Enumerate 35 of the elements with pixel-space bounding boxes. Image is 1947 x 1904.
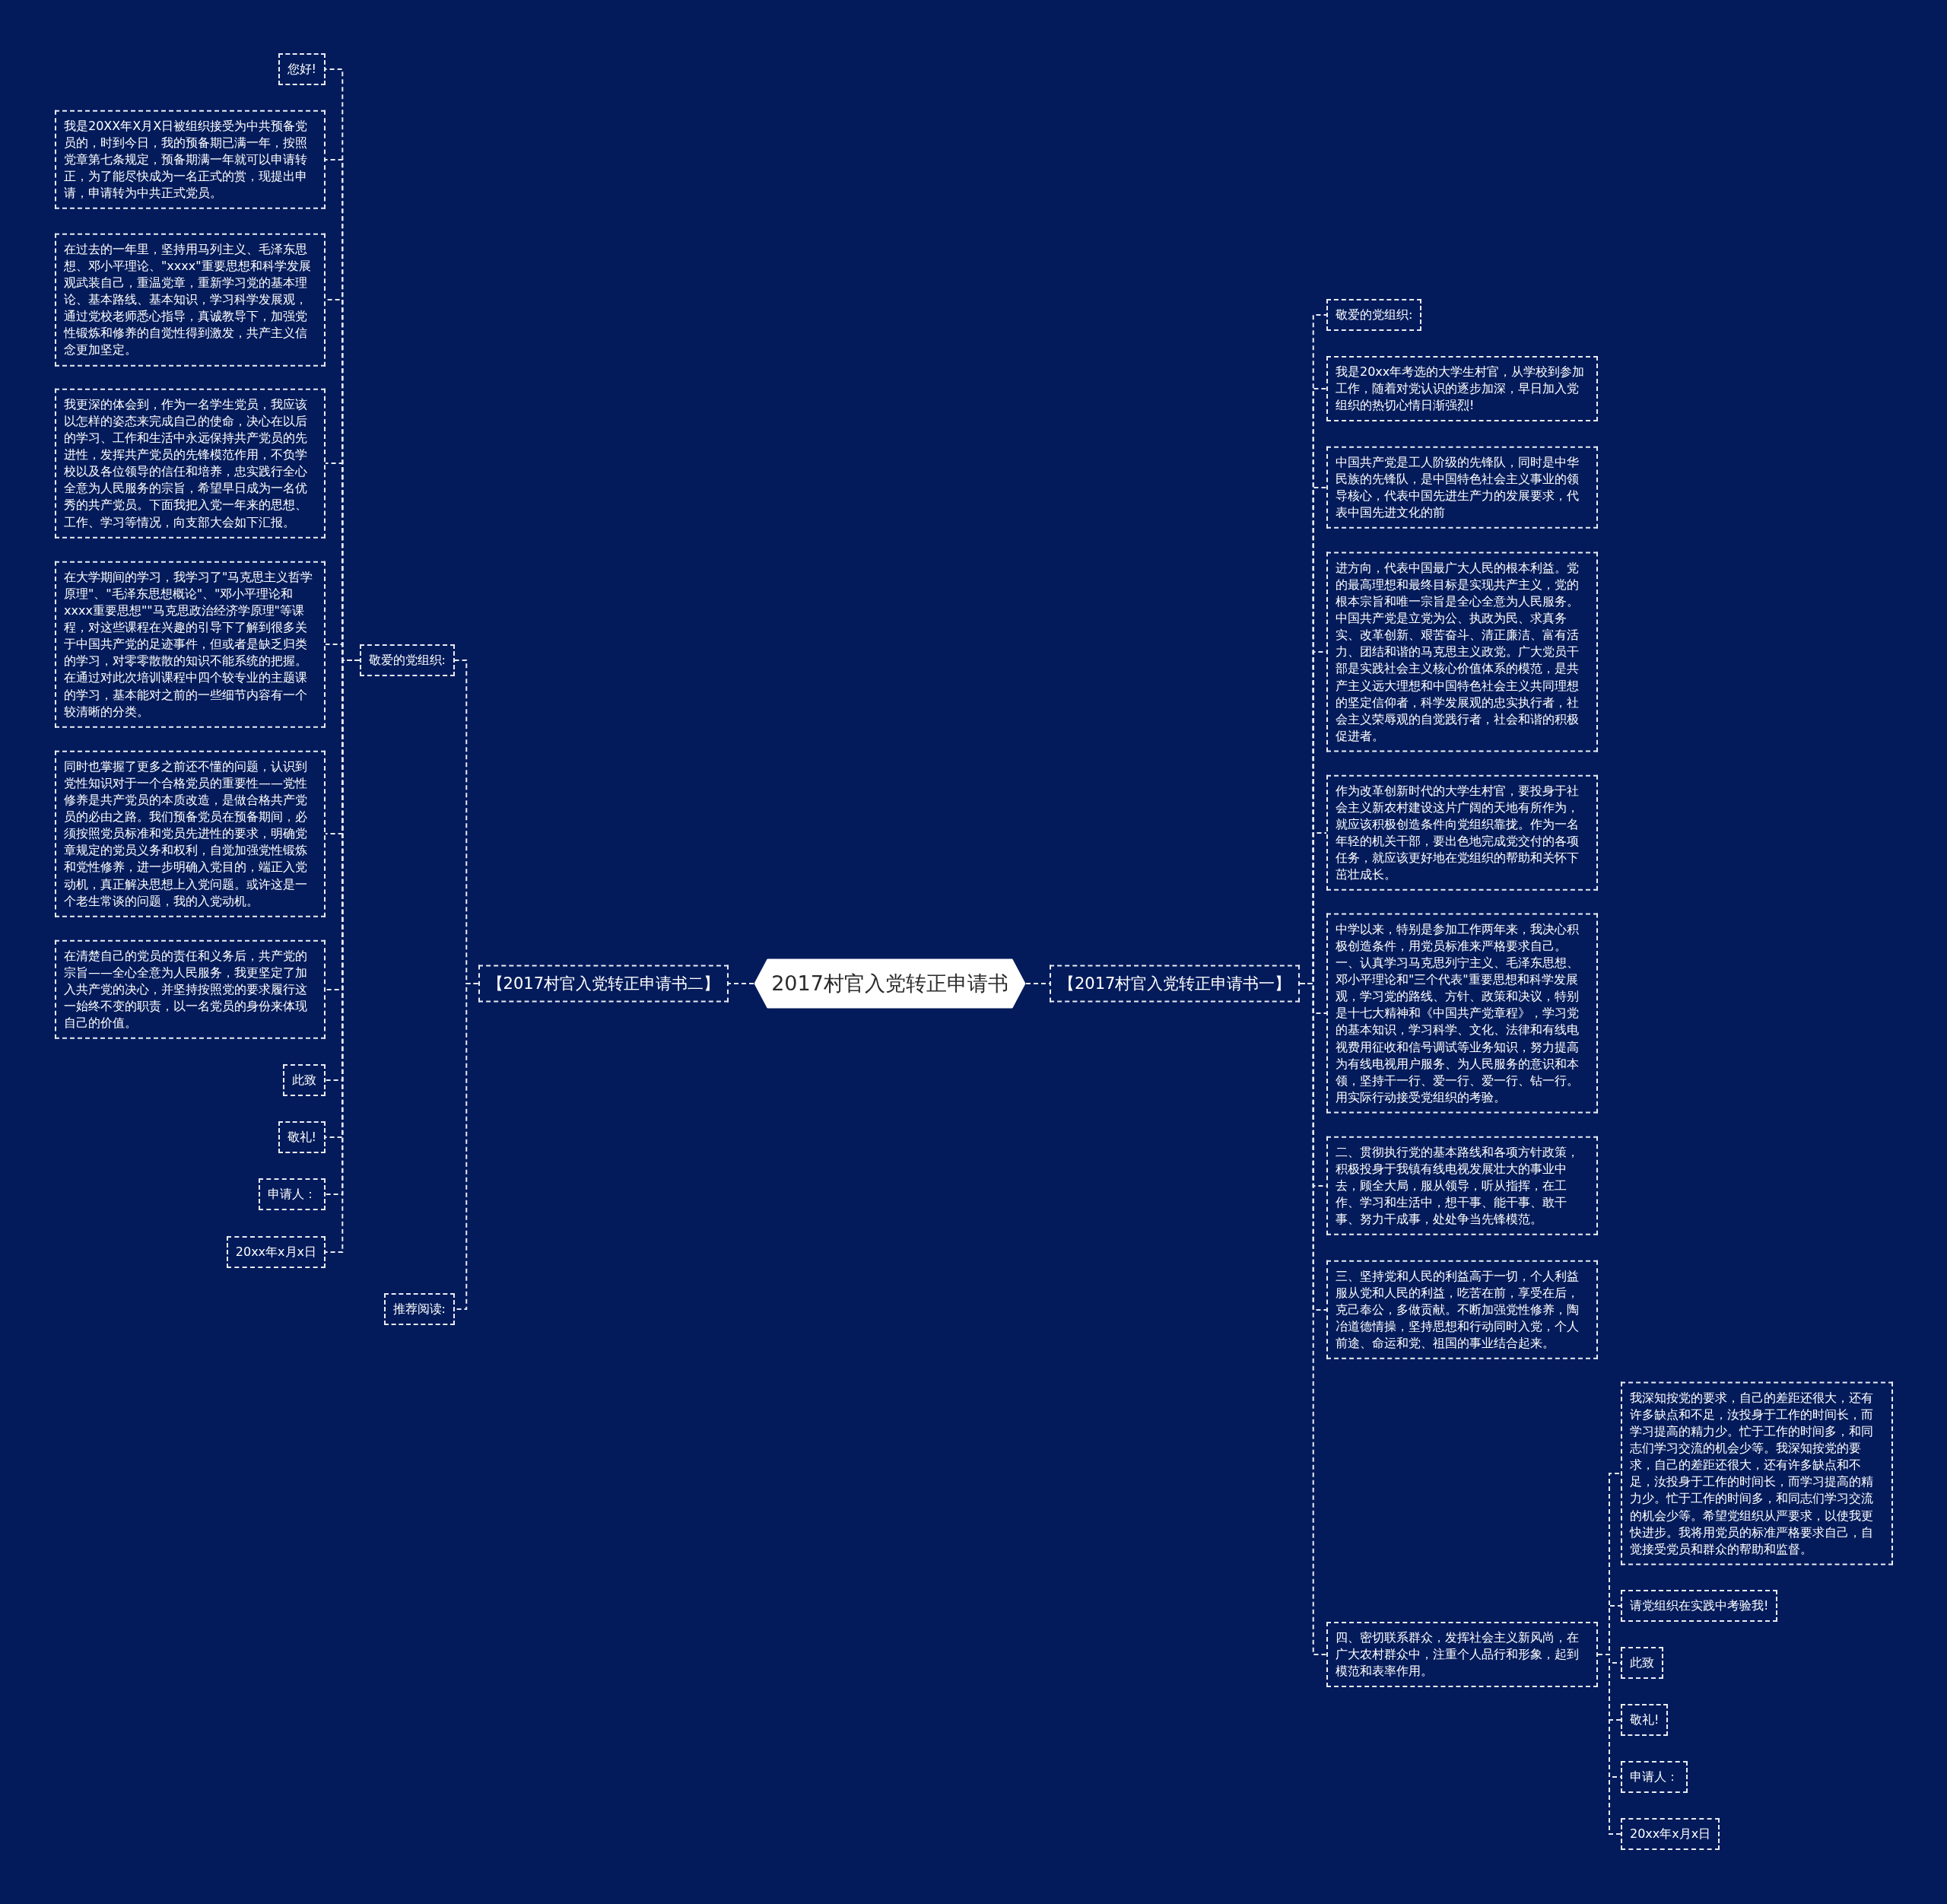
text-box: 四、密切联系群众，发挥社会主义新风尚，在广大农村群众中，注重个人品行和形象，起到模范和表率作用。	[1326, 1621, 1598, 1688]
label-box: 申请人：	[1621, 1760, 1688, 1794]
topic-title: 2017村官入党转正申请书	[771, 971, 1008, 997]
label-box: 敬礼!	[278, 1120, 326, 1154]
label-box: 此致	[1621, 1646, 1663, 1680]
label-box: 此致	[283, 1063, 326, 1097]
label-box: 敬爱的党组织:	[359, 644, 455, 677]
text-box: 中学以来，特别是参加工作两年来，我决心积极创造条件，用党员标准来严格要求自己。一、认真学习马克思列宁主义、毛泽东思想、邓小平理论和"三个代表"重要思想和科学发展观，学习党的路线、方针、政策和决议，特别是十七大精神和《中国共产党章程》，学习党的基本知识，学习科学、文化、法律和有线电视费用征收和信号调试等业务知识，努力提高为有线电视用户服务、为人民服务的意识和本领，坚持干一行、爱一行、爱一行、钻一行。用实际行动接受党组织的考验。	[1326, 913, 1598, 1114]
connector-line	[1597, 1654, 1621, 1835]
label-box: 推荐阅读:	[383, 1292, 455, 1326]
text-box: 三、坚持党和人民的利益高于一切，个人利益服从党和人民的利益，吃苦在前，享受在后，克己奉公，多做贡献。不断加强党性修养，陶冶道德情操，坚持思想和行动同时入党，个人前途、命运和党、祖国的事业结合起来。	[1326, 1260, 1598, 1360]
label-box: 敬爱的党组织:	[1326, 298, 1422, 332]
text-box: 二、贯彻执行党的基本路线和各项方针政策，积极投身于我镇有线电视发展壮大的事业中去，顾全大局，服从领导，听从指挥，在工作、学习和生活中，想干事、能干事、敢干事、努力干成事，处处争当先锋模范。	[1326, 1136, 1598, 1236]
text-box: 我深知按党的要求，自己的差距还很大，还有许多缺点和不足，汝投身于工作的时间长，而学习提高的精力少。忙于工作的时间多，和同志们学习交流的机会少等。我深知按党的要求，自己的差距还很大，还有许多缺点和不足，汝投身于工作的时间长，而学习提高的精力少。忙于工作的时间多，和同志们学习交流的机会少等。希望党组织从严要求，以使我更快进步。我将用党员的标准严格要求自己，自觉接受党员和群众的帮助和监督。	[1621, 1381, 1893, 1565]
connector-line	[728, 983, 754, 984]
label-box: 敬礼!	[1621, 1703, 1669, 1737]
label-box: 20xx年x月x日	[1621, 1817, 1720, 1851]
text-box: 作为改革创新时代的大学生村官，要投身于社会主义新农村建设这片广阔的天地有所作为，就应该积极创造条件向党组织靠拢。作为一名年轻的机关干部，要出色地完成党交付的各项任务，就应该更好地在党组织的帮助和关怀下茁壮成长。	[1326, 774, 1598, 892]
text-box: 在过去的一年里，坚持用马列主义、毛泽东思想、邓小平理论、"xxxx"重要思想和科学发展观武装自己，重温党章，重新学习党的基本理论、基本路线、基本知识，学习科学发展观，通过党校老师悉心指导，真诚教导下，加强党性锻炼和修养的自觉性得到激发，共产主义信念更加坚定。	[55, 233, 326, 367]
text-box: 我是20XX年X月X日被组织接受为中共预备党员的，时到今日，我的预备期已满一年，按照党章第七条规定，预备期满一年就可以申请转正，为了能尽快成为一名正式的赏，现提出申请，申请转为中共正式党员。	[55, 110, 326, 210]
label-box: 您好!	[278, 52, 326, 86]
text-box: 在大学期间的学习，我学习了"马克思主义哲学原理"、"毛泽东思想概论"、"邓小平理论和xxxx重要思想""马克思政治经济学原理"等课程，对这些课程在兴趣的引导下了解到很多关于中国共产党的足迹事件，但或者是缺乏归类的学习，对零零散散的知识不能系统的把握。在通过对此次培训课程中四个较专业的主题课的学习，基本能对之前的一些细节内容有一个较清晰的分类。	[55, 561, 326, 728]
text-box: 同时也掌握了更多之前还不懂的问题，认识到党性知识对于一个合格党员的重要性——党性修养是共产党员的本质改造，是做合格共产党员的必由之路。我们预备党员在预备期间，必须按照党员标准和党员先进性的要求，明确党章规定的党员义务和权利，自觉加强党性锻炼和党性修养，进一步明确入党目的，端正入党动机，真正解决思想上入党问题。或许这是一个老生常谈的问题，我的入党动机。	[55, 750, 326, 917]
label-box: 20xx年x月x日	[226, 1235, 326, 1269]
text-box: 中国共产党是工人阶级的先锋队，同时是中华民族的先锋队，是中国特色社会主义事业的领导核心，代表中国先进生产力的发展要求，代表中国先进文化的前	[1326, 446, 1598, 529]
connector-line	[1025, 983, 1050, 984]
text-box: 在清楚自己的党员的责任和义务后，共产党的宗旨——全心全意为人民服务，我更坚定了加入共产党的决心，并坚持按照党的要求履行这一始终不变的职责，以一名党员的身份来体现自己的价值。	[55, 939, 326, 1040]
text-box: 我是20xx年考选的大学生村官，从学校到参加工作，随着对党认识的逐步加深，早日加入党组织的热切心情日渐强烈!	[1326, 355, 1598, 422]
connector-line	[1299, 983, 1327, 1655]
label-box: 申请人：	[259, 1178, 326, 1211]
text-box: 我更深的体会到，作为一名学生党员，我应该以怎样的姿态来完成自己的使命，决心在以后的学习、工作和生活中永远保持共产党员的先进性，发挥共产党员的先锋模范作用，不负学校以及各位领导的信任和培养，忠实践行全心全意为人民服务的宗旨，希望早日成为一名优秀的共产党员。下面我把入党一年来的思想、工作、学习等情况，向支部大会如下汇报。	[55, 388, 326, 539]
label-box: 请党组织在实践中考验我!	[1621, 1589, 1778, 1623]
text-box: 进方向，代表中国最广大人民的根本利益。党的最高理想和最终目标是实现共产主义，党的根本宗旨和唯一宗旨是全心全意为人民服务。中国共产党是立党为公、执政为民、求真务实、改革创新、艰苦奋斗、清正廉洁、富有活力、团结和谐的马克思主义政党。广大党员干部是实践社会主义核心价值体系的模范，是共产主义远大理想和中国特色社会主义共同理想的坚定信仰者，科学发展观的忠实执行者，社会主义荣辱观的自觉践行者，社会和谐的积极促进者。	[1326, 551, 1598, 752]
branch-box: 【2017村官入党转正申请书二】	[478, 965, 729, 1003]
branch-box: 【2017村官入党转正申请书一】	[1050, 965, 1301, 1003]
